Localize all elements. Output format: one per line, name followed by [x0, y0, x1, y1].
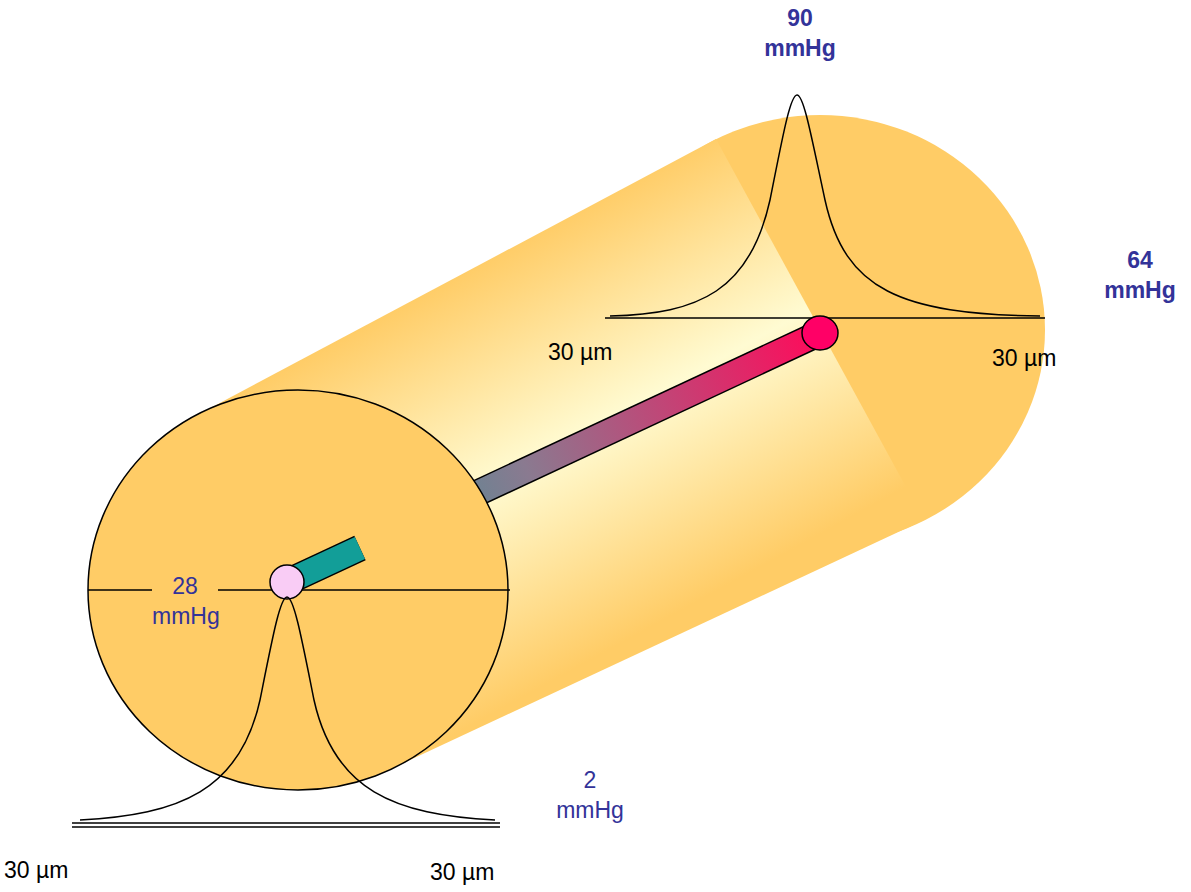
capillary-venous-end: [270, 565, 304, 599]
front-po2-profile: [80, 597, 495, 820]
radius-dimension: 30 µm: [548, 338, 612, 368]
pressure-value: 90 mmHg: [758, 4, 842, 64]
radius-dimension: 30 µm: [430, 858, 494, 888]
front-baseline: [72, 822, 500, 823]
pressure-value: 28 mmHg: [152, 572, 218, 632]
pressure-value: 2 mmHg: [548, 766, 632, 826]
front-baseline: [72, 826, 500, 827]
radius-dimension: 30 µm: [992, 344, 1056, 374]
pressure-value: 64 mmHg: [1098, 246, 1182, 306]
back-po2-profile: [610, 95, 1040, 316]
capillary-arterial-end: [802, 316, 838, 350]
radius-dimension: 30 µm: [4, 856, 68, 886]
